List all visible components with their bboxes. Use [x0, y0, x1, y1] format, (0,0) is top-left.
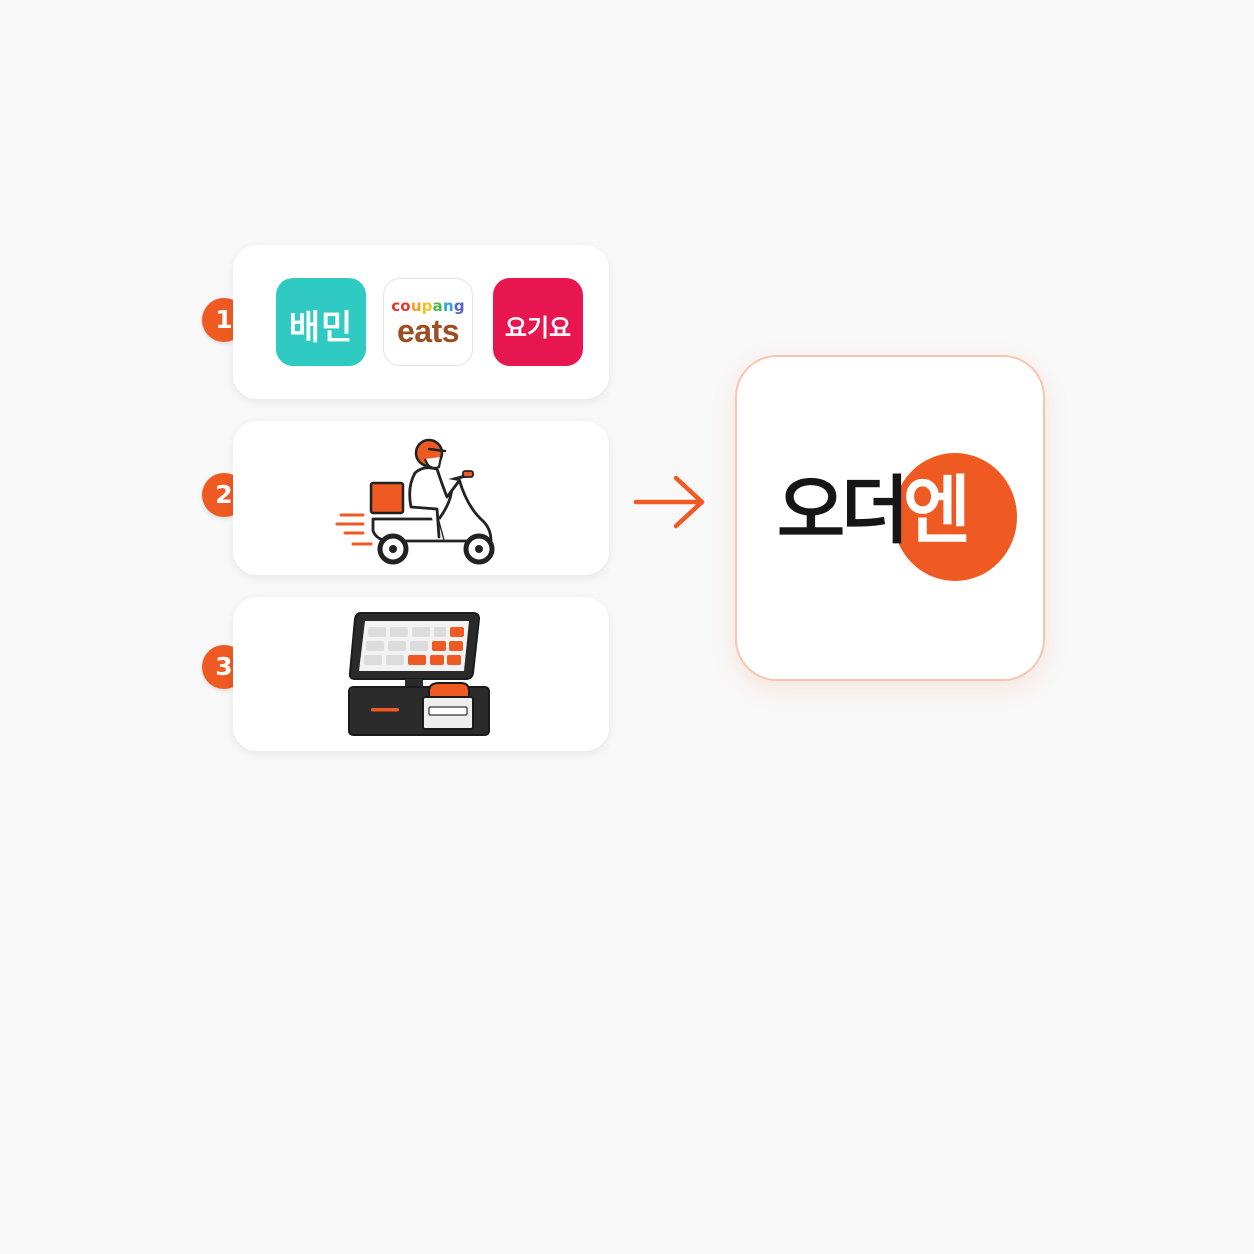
- coupang-label: coupang: [391, 297, 465, 315]
- step-card-delivery-rider: [233, 421, 609, 575]
- brand-logo-card: 오더 엔: [735, 355, 1045, 681]
- baemin-label: 배민: [288, 308, 354, 348]
- step-card-delivery-apps: 배민 coupang eats 요기요: [233, 245, 609, 399]
- pos-terminal-icon: [348, 612, 490, 736]
- brand-name-highlight: 엔: [903, 468, 972, 554]
- yogiyo-app-icon: 요기요: [493, 278, 583, 366]
- brand-highlight-circle: [893, 453, 1017, 581]
- eats-label: eats: [396, 313, 460, 349]
- brand-name-main: 오더: [777, 468, 909, 554]
- delivery-scooter-icon: [335, 438, 495, 565]
- baemin-app-icon: 배민: [276, 278, 366, 366]
- step-card-pos-terminal: [233, 597, 609, 751]
- coupang-eats-app-icon: coupang eats: [383, 278, 473, 366]
- yogiyo-label: 요기요: [504, 314, 572, 342]
- arrow-right-icon: [633, 475, 705, 529]
